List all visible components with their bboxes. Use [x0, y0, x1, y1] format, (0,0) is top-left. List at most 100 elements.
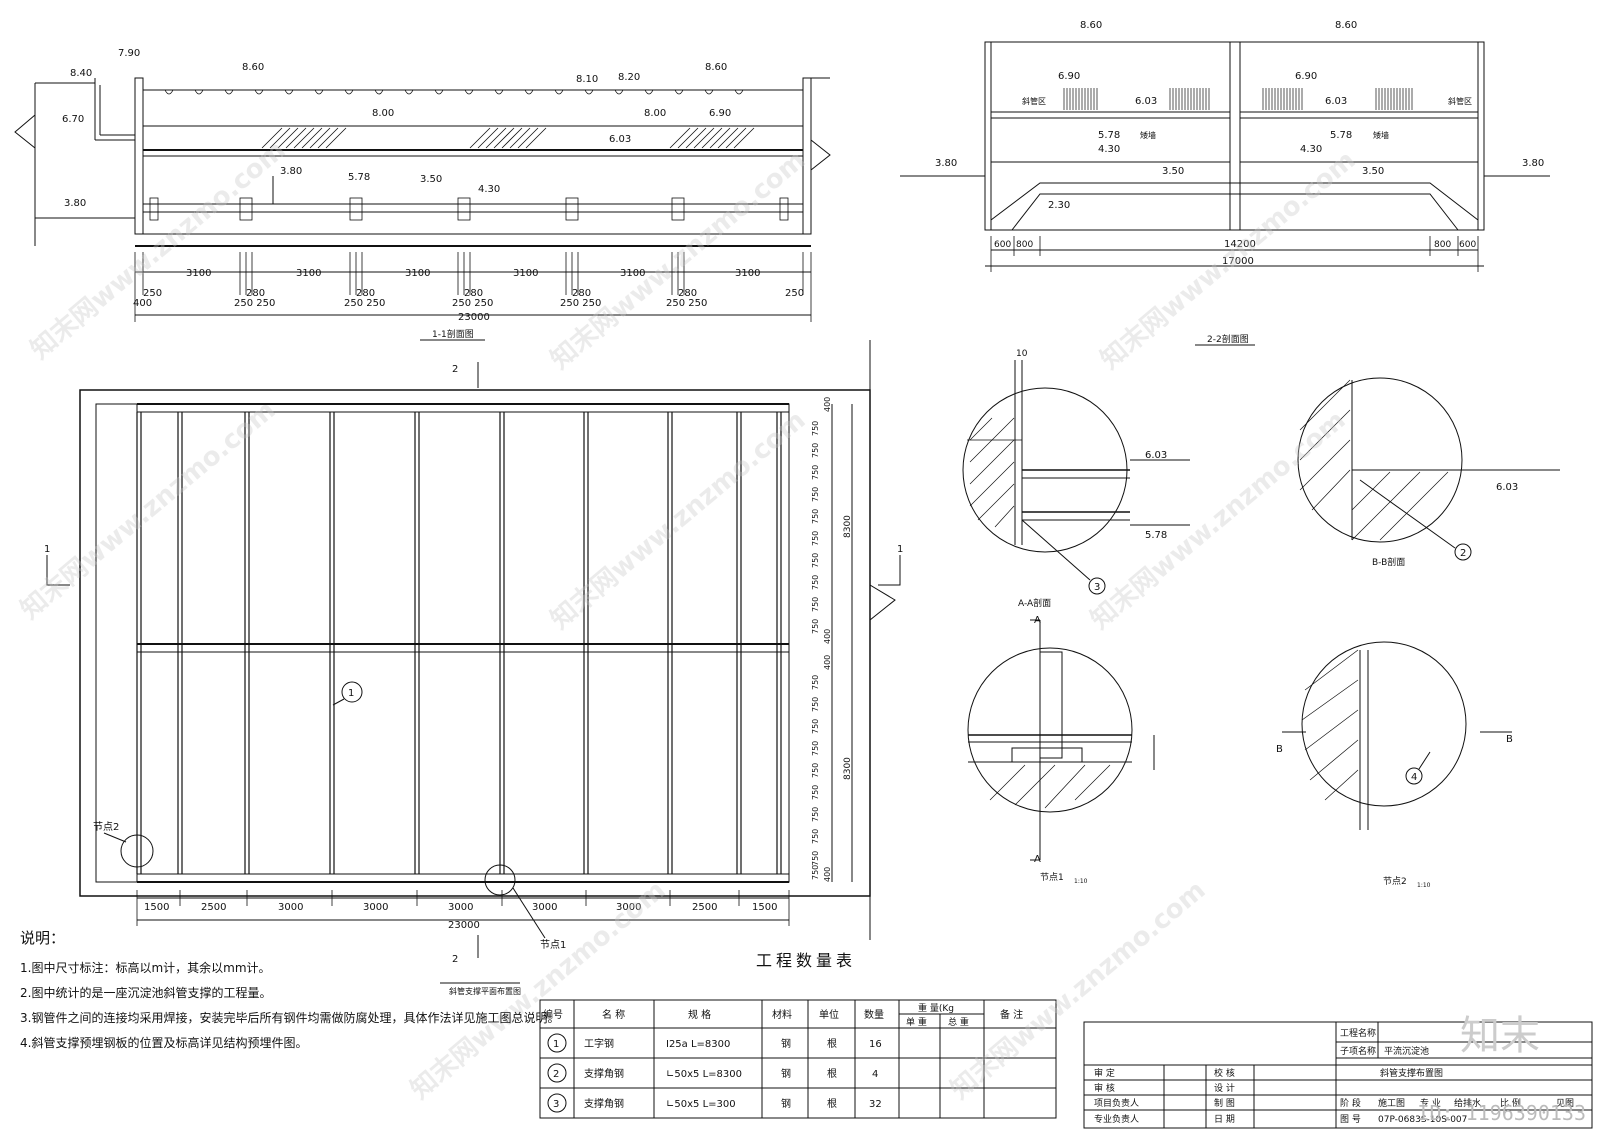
elev-11: 6.03: [609, 134, 631, 145]
i-beam-grid: [136, 412, 782, 874]
s2-elev-3: 6.90: [1058, 71, 1080, 82]
rdim-t-9: 750: [811, 597, 820, 612]
r2-qty: 4: [872, 1069, 878, 1080]
tb-m1: 校 核: [1214, 1067, 1235, 1079]
note-2: 2.图中统计的是一座沉淀池斜管支撑的工程量。: [20, 986, 272, 1000]
wm-8: 知末网www.znzmo.com: [945, 875, 1211, 1105]
tb-project-name: 工程名称: [1340, 1027, 1376, 1039]
tb-m2: 设 计: [1214, 1082, 1235, 1094]
rdim-t-10: 750: [811, 619, 820, 634]
s2-elev-1: 8.60: [1080, 20, 1102, 31]
section-1-1-text: 8.40 7.90 8.60 8.10 8.20 8.60 8.00 8.00 …: [62, 48, 804, 340]
rdim-b-10: 750: [811, 865, 820, 880]
dim-small-12: 250 250: [666, 298, 707, 309]
dim-small-13: 250: [785, 288, 804, 299]
elev-4: 8.10: [576, 74, 598, 85]
detail-bb: [1297, 377, 1560, 561]
s2-elev-5: 6.03: [1135, 96, 1157, 107]
r1-name: 工字钢: [584, 1037, 614, 1050]
rdim-b-2: 750: [811, 697, 820, 712]
qty-title: 工程数量表: [756, 951, 856, 970]
tb-drawing-name: 斜管支撑布置图: [1380, 1067, 1443, 1079]
tb-sub-value: 平流沉淀池: [1384, 1045, 1429, 1057]
node2-scale: 1:10: [1417, 882, 1431, 889]
r3-mat: 钢: [781, 1097, 791, 1110]
quantity-table-grid: [539, 999, 1057, 1119]
dim-span-5: 3100: [620, 268, 645, 279]
title-2-2: 2-2剖面图: [1207, 333, 1249, 345]
tb-number-label: 图 号: [1340, 1114, 1361, 1125]
plan-dim-5: 3000: [448, 902, 473, 913]
plan-title: 斜管支撑平面布置图: [449, 986, 521, 996]
sec-mark-left: 1: [44, 544, 50, 555]
dim-small-9: 280: [572, 288, 591, 299]
dim-span-3: 3100: [405, 268, 430, 279]
plan-dim-6: 3000: [532, 902, 557, 913]
s2-elev-14: 3.80: [1522, 158, 1544, 169]
aa-elev-603: 6.03: [1145, 450, 1167, 461]
tb-stage: 阶 段: [1340, 1097, 1361, 1109]
r2-spec: ∟50x5 L=8300: [666, 1069, 742, 1080]
detail-aa: [962, 360, 1190, 595]
s2-elev-8: 5.78: [1330, 130, 1352, 141]
elev-7: 8.00: [372, 108, 394, 119]
dim-small-7: 280: [464, 288, 483, 299]
rdim-b-7: 750: [811, 807, 820, 822]
title-block-text: 工程名称 子项名称 平流沉淀池 斜管支撑布置图 审 定 审 核 项目负责人 专业…: [1094, 1027, 1574, 1125]
dim-total-1-1: 23000: [458, 312, 490, 323]
sec-mark-top: 2: [452, 364, 458, 375]
r3-name: 支撑角钢: [584, 1097, 624, 1110]
elev-9: 6.70: [62, 114, 84, 125]
s2-elev-4: 6.90: [1295, 71, 1317, 82]
tube-hatch-2-2: [1063, 88, 1413, 110]
r1-spec: I25a L=8300: [666, 1039, 730, 1050]
s2-elev-7: 5.78: [1098, 130, 1120, 141]
zone-label-1: 斜管区: [1022, 96, 1046, 106]
elev-2: 7.90: [118, 48, 140, 59]
th-qty: 数量: [864, 1008, 884, 1021]
rdim-t-6: 750: [811, 531, 820, 546]
r1-mat: 钢: [781, 1037, 791, 1050]
r1-qty: 16: [869, 1039, 882, 1050]
r3-spec: ∟50x5 L=300: [666, 1099, 736, 1110]
th-remark: 备 注: [1000, 1008, 1023, 1021]
dim-span-1: 3100: [186, 268, 211, 279]
tb-scale: 比 例: [1500, 1097, 1521, 1109]
wm-4: 知末网www.znzmo.com: [15, 395, 281, 625]
node1-scale: 1:10: [1074, 878, 1088, 885]
r2-mat: 钢: [781, 1067, 791, 1080]
s2-elev-2: 8.60: [1335, 20, 1357, 31]
plan-dim-9: 1500: [752, 902, 777, 913]
s2-elev-11: 3.50: [1162, 166, 1184, 177]
tb-l1: 审 定: [1094, 1067, 1115, 1079]
s2-dim-4: 800: [1434, 240, 1451, 250]
callout-1: 1: [348, 688, 354, 699]
rdim-t-4: 750: [811, 487, 820, 502]
plan-total: 23000: [448, 920, 480, 931]
letter-a-bottom: A: [1034, 854, 1041, 865]
plan-text: 1500 2500 3000 3000 3000 3000 3000 2500 …: [44, 364, 903, 996]
aa-elev-578: 5.78: [1145, 530, 1167, 541]
note-3: 3.钢管件之间的连接均采用焊接，安装完毕后所有钢件均需做防腐处理，具体作法详见施…: [20, 1011, 560, 1025]
s2-elev-6: 6.03: [1325, 96, 1347, 107]
aa-title: A-A剖面: [1018, 597, 1051, 609]
plan-view: [46, 340, 901, 984]
dim-span-2: 3100: [296, 268, 321, 279]
rdim-t-2: 750: [811, 443, 820, 458]
plan-dim-1: 1500: [144, 902, 169, 913]
r2-name: 支撑角钢: [584, 1067, 624, 1080]
rdim-b-8: 750: [811, 829, 820, 844]
detail-node1: [967, 619, 1155, 861]
section-2-2: [900, 41, 1550, 346]
rdim-b-0: 400: [823, 655, 832, 670]
tb-l4: 专业负责人: [1094, 1113, 1139, 1125]
th-no: 编号: [543, 1008, 563, 1021]
r1-unit: 根: [827, 1037, 837, 1050]
elev-12: 5.78: [348, 172, 370, 183]
zone-label-3: 矮墙: [1140, 130, 1156, 140]
elev-14: 3.50: [420, 174, 442, 185]
r3-no: 3: [553, 1099, 559, 1110]
elev-15: 4.30: [478, 184, 500, 195]
launder-row: [164, 89, 744, 95]
s2-dim-2: 800: [1016, 240, 1033, 250]
